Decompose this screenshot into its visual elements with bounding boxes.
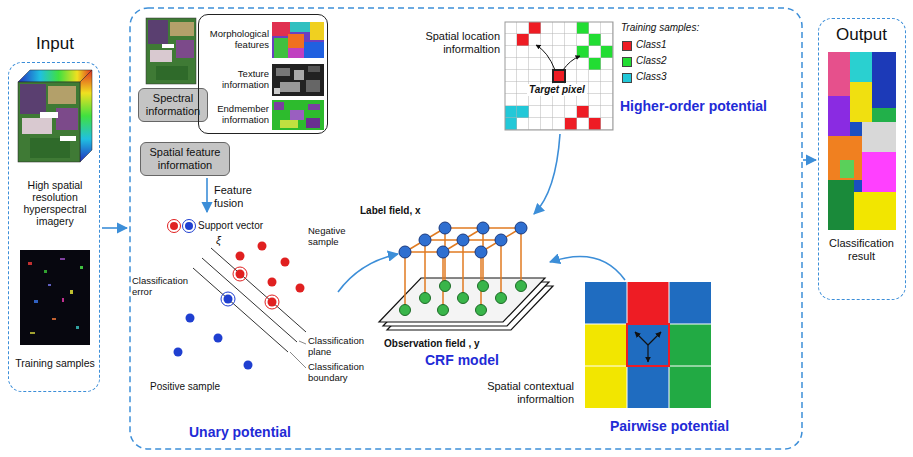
- legend-label: Class1: [636, 39, 667, 51]
- annotation: Observation field , y: [384, 338, 480, 350]
- annotation: Classification boundary: [308, 362, 368, 384]
- section-title: Higher-order potential: [620, 98, 767, 114]
- section-title: Unary potential: [189, 424, 291, 440]
- panel-heading: Input: [0, 34, 111, 54]
- texture-image: [272, 64, 324, 96]
- crf-model: [379, 222, 553, 330]
- panel-heading: Output: [819, 25, 904, 45]
- flow-arrow: [338, 254, 398, 292]
- annotation: Spatial contextual informaltion: [474, 380, 574, 405]
- step-label: Feature fusion: [214, 184, 266, 209]
- section-title: Pairwise potential: [610, 418, 729, 434]
- legend-label: Class2: [636, 55, 667, 67]
- legend-title: Training samples:: [621, 22, 699, 34]
- legend-swatch: [622, 41, 632, 51]
- feature-name: Morphological features: [201, 29, 269, 51]
- output-panel: OutputClassification result: [818, 18, 906, 300]
- annotation: Spatial location informaltion: [418, 30, 500, 55]
- box-label: Spatial feature information: [145, 146, 225, 171]
- endmember-image: [272, 100, 324, 130]
- annotation: Label field, x: [360, 205, 421, 217]
- annotation: Classification plane: [308, 336, 368, 358]
- symbol: ξ: [216, 234, 221, 247]
- feature-name: Endmember information: [201, 104, 269, 126]
- flow-arrow: [534, 134, 560, 214]
- input-panel: InputHigh spatial resolution hyperspectr…: [8, 62, 100, 392]
- feature-group-box: Morphological featuresTexture informatio…: [198, 14, 328, 134]
- legend-swatch: [622, 73, 632, 83]
- spectral-thumbnail: [146, 18, 196, 84]
- training-sample-map: [20, 250, 90, 345]
- image-caption: Classification result: [821, 237, 902, 262]
- feature-box: Spatial feature information: [140, 142, 230, 176]
- box-label: Spectral information: [143, 92, 203, 117]
- fusion-arrow: [206, 178, 208, 212]
- framework-panel: [130, 8, 802, 449]
- higher-order-grid: [505, 22, 613, 130]
- legend-swatch: [622, 57, 632, 67]
- image-caption: High spatial resolution hyperspectral im…: [11, 179, 99, 227]
- annotation: Target pixel: [527, 84, 587, 96]
- flow-arrow: [550, 256, 625, 280]
- hyperspectral-cube: [18, 70, 92, 162]
- pairwise-grid: [585, 282, 711, 408]
- legend-label: Support vector: [198, 220, 263, 232]
- annotation: Negative sample: [308, 226, 358, 248]
- legend-label: Class3: [636, 71, 667, 83]
- flow-arrow: [803, 159, 816, 161]
- section-title: CRF model: [425, 352, 499, 368]
- morphology-image: [272, 22, 324, 58]
- annotation: Positive sample: [150, 381, 220, 393]
- image-caption: Training samples: [11, 357, 99, 369]
- classification-map: [828, 52, 896, 230]
- svm-illustration: [168, 220, 307, 370]
- annotation: Classification error: [132, 276, 190, 298]
- flow-arrow: [102, 227, 127, 229]
- feature-name: Texture information: [201, 69, 269, 91]
